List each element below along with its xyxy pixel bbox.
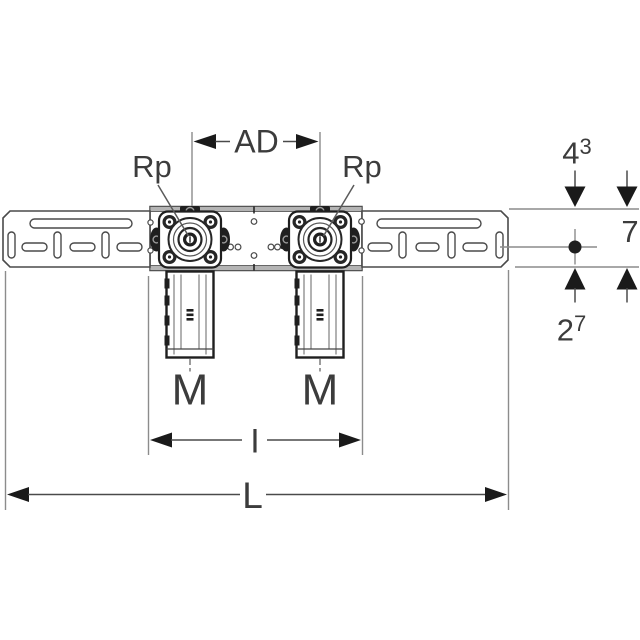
arrow-left <box>193 134 216 149</box>
slot <box>69 242 96 252</box>
connection-label-left: M <box>172 366 209 415</box>
arrow-down <box>564 186 586 207</box>
dimension-l-label: L <box>242 475 263 516</box>
slot <box>415 242 440 252</box>
dimension-i: I <box>147 276 364 461</box>
dimension-i-label: I <box>250 423 259 461</box>
right-mounting-plate <box>358 210 509 268</box>
rail-bottom-band <box>149 265 363 271</box>
arrow-left <box>150 432 172 448</box>
right-fitting <box>278 204 362 269</box>
fixing-point-dot <box>568 240 582 254</box>
center-height-label: 7 <box>621 214 638 249</box>
leader-line <box>322 184 355 237</box>
slot <box>447 231 456 259</box>
arrow-down <box>616 186 638 207</box>
slot <box>101 231 110 259</box>
plate-end-hole <box>147 219 154 226</box>
left-fitting <box>148 204 232 269</box>
left-mounting-plate <box>2 210 154 268</box>
thread-label-right: Rp <box>342 149 382 184</box>
right-outlet-cylinder <box>293 270 345 373</box>
dimension-right-side: 43 7 27 <box>500 134 639 348</box>
arrow-right <box>339 432 361 448</box>
arrow-up <box>564 268 586 290</box>
dimension-l: L <box>4 270 510 516</box>
slot <box>398 231 407 259</box>
offset-top-label: 43 <box>562 134 592 171</box>
arrow-left <box>7 487 29 502</box>
slot <box>367 242 393 252</box>
connection-label-right: M <box>302 366 339 415</box>
thread-label-left: Rp <box>132 149 172 184</box>
plate-end-hole <box>358 247 365 254</box>
rail-top-band <box>149 206 363 212</box>
slot <box>21 242 48 252</box>
arrow-up <box>616 268 638 290</box>
dimension-ad-label: AD <box>234 124 278 160</box>
offset-bottom-label: 27 <box>557 311 587 348</box>
plate-end-hole <box>147 247 154 254</box>
rail-holes <box>222 218 285 259</box>
slot <box>495 231 504 259</box>
slot <box>7 231 16 259</box>
arrow-right <box>296 134 319 149</box>
dimension-ad: AD <box>191 124 321 206</box>
slot <box>53 231 62 259</box>
slot <box>376 218 482 229</box>
slot <box>116 242 143 252</box>
leader-line <box>157 184 190 237</box>
label-rp-right: Rp <box>322 149 382 237</box>
plate-end-hole <box>358 218 365 225</box>
arrow-right <box>485 487 507 502</box>
left-outlet-cylinder <box>163 270 215 373</box>
slot <box>29 218 133 229</box>
label-rp-left: Rp <box>132 149 190 237</box>
slot <box>462 242 488 252</box>
